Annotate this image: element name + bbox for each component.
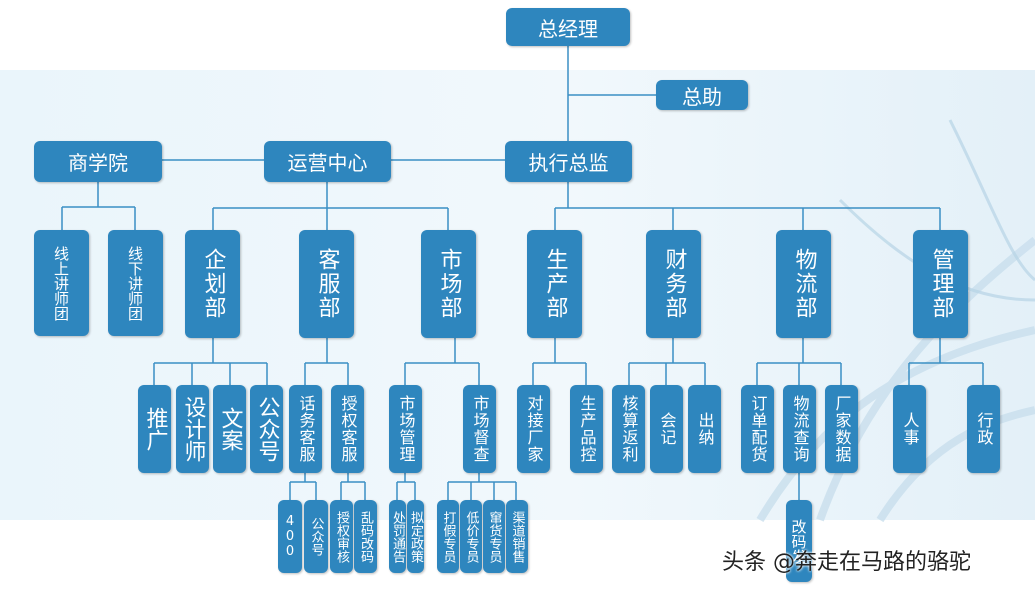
service-dept-box: 客服部 xyxy=(299,230,354,338)
designer-label: 设计师 xyxy=(180,396,206,462)
market-dept-box: 市场部 xyxy=(421,230,476,338)
ceo-label: 总经理 xyxy=(538,16,598,41)
market-dept-label: 市场部 xyxy=(436,248,462,320)
cashier-box: 出纳 xyxy=(688,385,721,473)
market-management-label: 市场管理 xyxy=(396,395,416,463)
finance-dept-box: 财务部 xyxy=(646,230,701,338)
assistant-label: 总助 xyxy=(682,84,722,109)
online-lecturers-box: 线上讲师团 xyxy=(34,230,89,336)
admin-box: 行政 xyxy=(967,385,1000,473)
recode-shipping-box: 改码发 xyxy=(786,500,812,582)
designer-box: 设计师 xyxy=(176,385,209,473)
code-change-box: 乱码改码 xyxy=(354,500,377,573)
penalty-notice-box: 处罚通告 xyxy=(389,500,406,573)
audit-rebate-label: 核算返利 xyxy=(619,395,639,463)
offline-lecturers-label: 线下讲师团 xyxy=(126,245,144,321)
anti-counterfeit-label: 打假专员 xyxy=(440,510,456,563)
hr-label: 人事 xyxy=(900,412,920,446)
order-shipping-box: 订单配货 xyxy=(741,385,774,473)
hotline-400-box: 400 xyxy=(278,500,302,573)
channel-sales-box: 渠道销售 xyxy=(506,500,528,573)
accounting-label: 会记 xyxy=(657,412,677,446)
executive-director-box: 执行总监 xyxy=(505,141,632,182)
official-account-box: 公众号 xyxy=(250,385,283,473)
promotion-box: 推广 xyxy=(138,385,171,473)
cashier-label: 出纳 xyxy=(695,412,715,446)
cross-region-label: 窜货专员 xyxy=(486,510,502,563)
business-school-box: 商学院 xyxy=(34,141,162,182)
low-price-box: 低价专员 xyxy=(460,500,482,573)
official-account-2-box: 公众号 xyxy=(304,500,328,573)
management-dept-label: 管理部 xyxy=(928,248,954,320)
auth-review-label: 授权审核 xyxy=(334,510,349,563)
logistics-dept-box: 物流部 xyxy=(776,230,831,338)
channel-sales-label: 渠道销售 xyxy=(509,510,525,563)
finance-dept-label: 财务部 xyxy=(661,248,687,320)
ceo-box: 总经理 xyxy=(506,8,630,46)
watermark-text: 头条 @奔走在马路的骆驼 xyxy=(722,550,971,575)
logistics-query-label: 物流查询 xyxy=(790,395,810,463)
logistics-query-box: 物流查询 xyxy=(783,385,816,473)
phone-service-label: 话务客服 xyxy=(296,395,316,463)
recode-shipping-label: 改码发 xyxy=(789,518,808,564)
policy-making-box: 拟定政策 xyxy=(407,500,424,573)
penalty-notice-label: 处罚通告 xyxy=(390,510,405,563)
management-dept-box: 管理部 xyxy=(913,230,968,338)
executive-director-label: 执行总监 xyxy=(528,151,609,175)
market-inspection-box: 市场督查 xyxy=(463,385,496,473)
low-price-label: 低价专员 xyxy=(463,510,479,563)
operations-center-box: 运营中心 xyxy=(264,141,391,182)
phone-service-box: 话务客服 xyxy=(289,385,322,473)
service-dept-label: 客服部 xyxy=(314,248,340,320)
business-school-label: 商学院 xyxy=(68,151,128,175)
auth-service-label: 授权客服 xyxy=(338,395,358,463)
official-account-label: 公众号 xyxy=(254,396,280,462)
copywriting-label: 文案 xyxy=(217,407,243,451)
operations-center-label: 运营中心 xyxy=(287,151,368,175)
official-account-2-label: 公众号 xyxy=(308,517,324,556)
hr-box: 人事 xyxy=(893,385,926,473)
auth-service-box: 授权客服 xyxy=(331,385,364,473)
factory-data-box: 厂家数据 xyxy=(825,385,858,473)
hotline-400-label: 400 xyxy=(282,514,298,559)
production-control-label: 生产品控 xyxy=(577,395,597,463)
offline-lecturers-box: 线下讲师团 xyxy=(108,230,163,336)
accounting-box: 会记 xyxy=(650,385,683,473)
auth-review-box: 授权审核 xyxy=(330,500,353,573)
copywriting-box: 文案 xyxy=(213,385,246,473)
factory-data-label: 厂家数据 xyxy=(832,395,852,463)
assistant-box: 总助 xyxy=(656,80,748,110)
order-shipping-label: 订单配货 xyxy=(748,395,768,463)
production-dept-label: 生产部 xyxy=(542,248,568,320)
audit-rebate-box: 核算返利 xyxy=(612,385,645,473)
production-dept-box: 生产部 xyxy=(527,230,582,338)
logistics-dept-label: 物流部 xyxy=(791,248,817,320)
market-inspection-label: 市场督查 xyxy=(470,395,490,463)
cross-region-box: 窜货专员 xyxy=(483,500,505,573)
production-control-box: 生产品控 xyxy=(570,385,603,473)
admin-label: 行政 xyxy=(974,412,994,446)
online-lecturers-label: 线上讲师团 xyxy=(52,245,70,321)
factory-liaison-label: 对接厂家 xyxy=(524,395,544,463)
market-management-box: 市场管理 xyxy=(389,385,422,473)
planning-dept-box: 企划部 xyxy=(185,230,240,338)
code-change-label: 乱码改码 xyxy=(358,510,373,563)
promotion-label: 推广 xyxy=(142,407,168,451)
factory-liaison-box: 对接厂家 xyxy=(517,385,550,473)
planning-dept-label: 企划部 xyxy=(200,248,226,320)
anti-counterfeit-box: 打假专员 xyxy=(437,500,459,573)
policy-making-label: 拟定政策 xyxy=(408,510,423,563)
